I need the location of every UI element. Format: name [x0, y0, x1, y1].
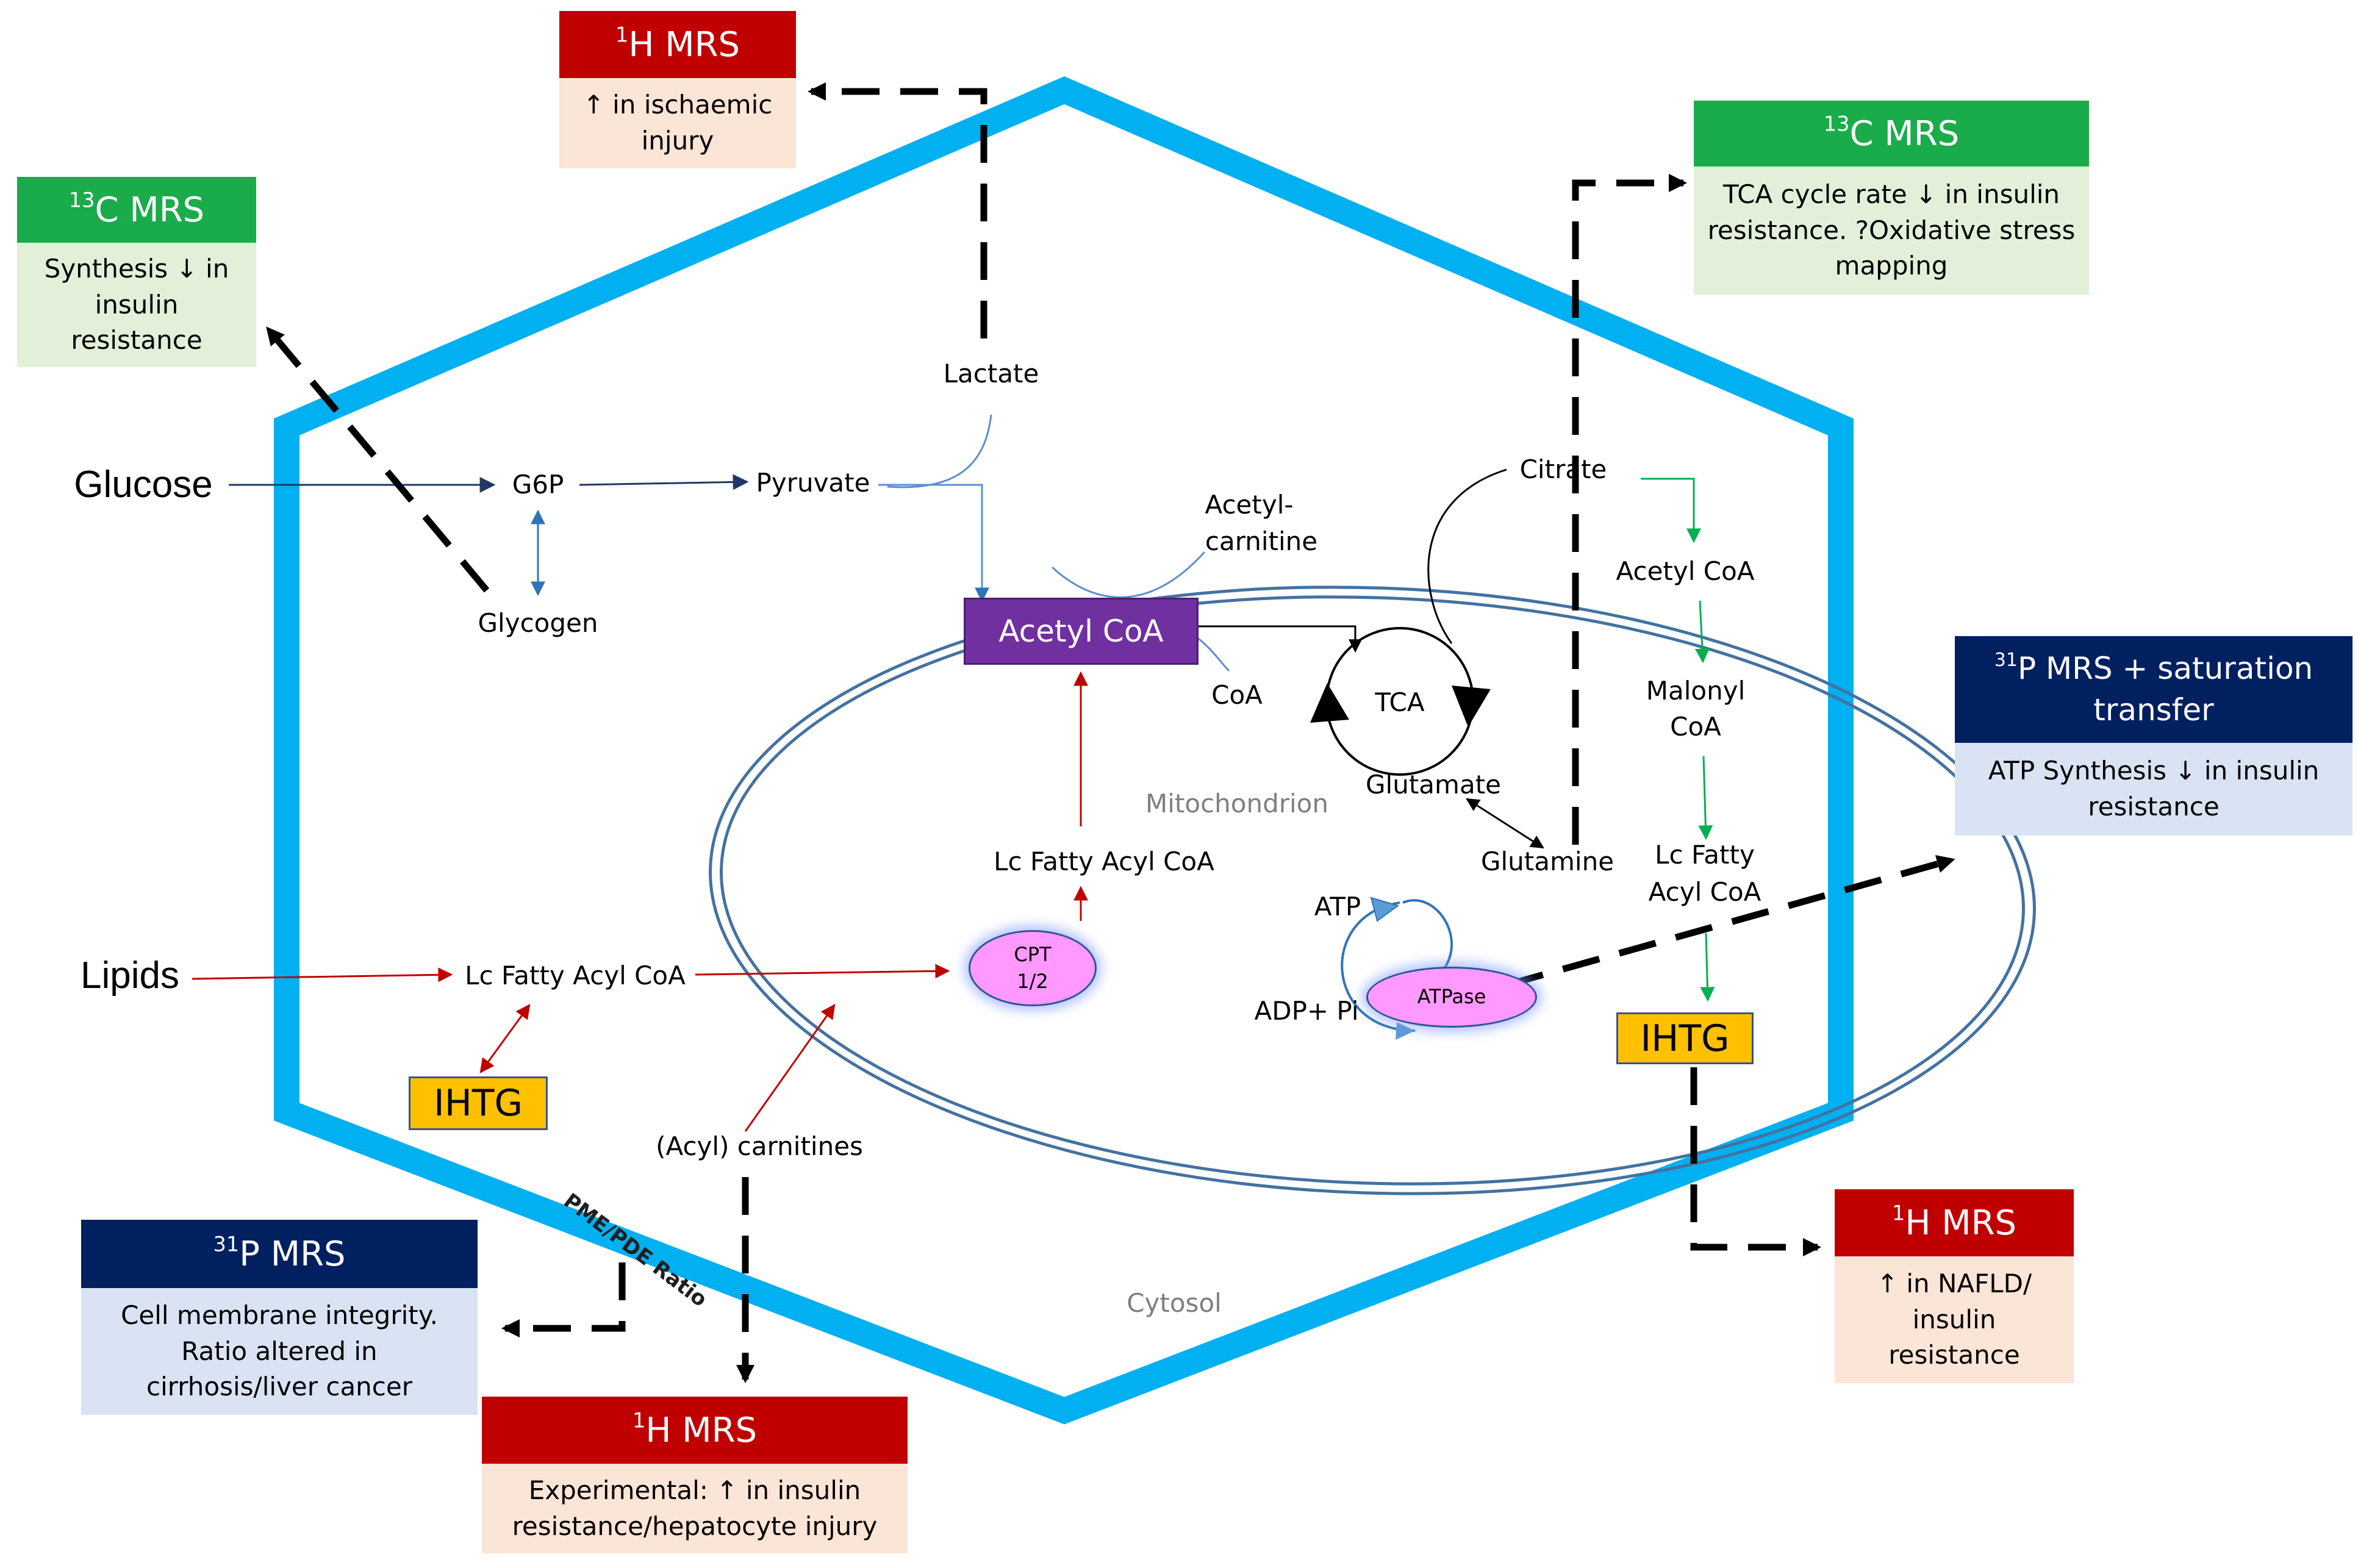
glutamate-label: Glutamate [1366, 769, 1501, 800]
lipid-pathway [192, 671, 1088, 1132]
lc-fatty-acyl-coa-cytosol-label: Lc Fatty Acyl CoA [465, 960, 686, 990]
glutamine-label: Glutamine [1480, 846, 1614, 876]
lc-fatty-acyl-coa-mito-label: Lc Fatty Acyl CoA [994, 846, 1214, 876]
mrs-header-13c-tca: 13C MRS [1694, 101, 2089, 166]
atpase-enzyme: ATPase [1366, 967, 1537, 1028]
mitochondrion-membrane [709, 585, 2036, 1195]
acyl-carnitines-label: (Acyl) carnitines [656, 1131, 863, 1161]
malonyl-coa-label-line-1: Malonyl [1646, 675, 1746, 706]
mrs-pointers [265, 82, 1955, 1383]
mrs-header-1h-carnitine: 1H MRS [482, 1397, 908, 1464]
cytosol-label: Cytosol [1127, 1287, 1222, 1318]
malonyl-coa-label-line-2: CoA [1670, 711, 1721, 742]
mrs-header-1h-lactate: 1H MRS [559, 11, 796, 78]
g6p-label: G6P [512, 469, 564, 499]
lc-fatty-acyl-coa-right-line-1: Lc Fatty [1655, 839, 1755, 870]
lipids-label: Lipids [81, 954, 179, 997]
mrs-box-31p-membrane: 31P MRS Cell membrane integrity.Ratio al… [81, 1220, 478, 1415]
tca-cycle-ring [1310, 627, 1491, 776]
ihtg-box-right: IHTG [1616, 1012, 1754, 1064]
cell-boundary [274, 76, 1854, 1425]
acetyl-coa-box: Acetyl CoA [964, 598, 1199, 665]
atp-label: ATP [1314, 891, 1361, 922]
pyruvate-label: Pyruvate [756, 467, 870, 498]
acetyl-coa-cytosol-label: Acetyl CoA [1616, 556, 1755, 586]
glycogen-label: Glycogen [478, 607, 598, 638]
adp-pi-label: ADP+ Pi [1254, 995, 1359, 1026]
lc-fatty-acyl-coa-right-line-2: Acyl CoA [1648, 876, 1761, 907]
lipogenesis-pathway [1641, 478, 1715, 1002]
tca-label: TCA [1375, 687, 1425, 717]
mitochondrion-label: Mitochondrion [1145, 788, 1329, 818]
glucose-pathway [229, 414, 992, 603]
acetyl-carnitine-label-line-1: Acetyl- [1205, 489, 1294, 520]
atpase-label: ATPase [1417, 985, 1486, 1009]
citrate-label: Citrate [1519, 454, 1607, 484]
cpt-label-line-1: CPT [1014, 943, 1052, 967]
acetyl-carnitine-label-line-2: carnitine [1205, 526, 1318, 556]
mrs-header-13c-glycogen: 13C MRS [17, 177, 256, 243]
acetyl-coa-connectors [1051, 468, 1544, 849]
coa-label: CoA [1211, 679, 1263, 710]
lactate-label: Lactate [943, 358, 1039, 388]
cpt-label-line-2: 1/2 [1017, 969, 1048, 993]
mrs-header-31p-membrane: 31P MRS [81, 1220, 478, 1288]
glucose-label: Glucose [74, 463, 213, 506]
mrs-body-31p-membrane: Cell membrane integrity.Ratio altered in… [81, 1288, 478, 1415]
ihtg-box-left: IHTG [409, 1076, 548, 1130]
mrs-header-1h-nafld: 1H MRS [1835, 1189, 2074, 1256]
